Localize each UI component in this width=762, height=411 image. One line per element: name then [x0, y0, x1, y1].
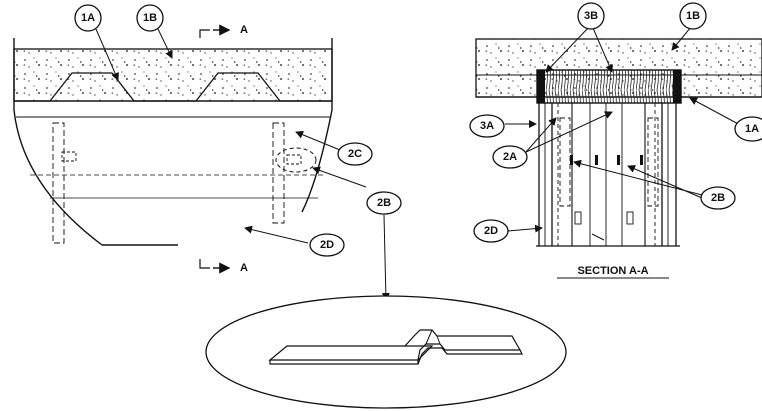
detail-circle [275, 147, 317, 173]
stud-left [52, 122, 65, 244]
callout-2B-right-label: 2B [711, 192, 725, 204]
callout-3B: 3B [577, 2, 605, 30]
clip-detail-bubble [205, 295, 567, 409]
clip-right [286, 154, 302, 165]
callout-3B-label: 3B [584, 10, 598, 22]
left-elevation-view: A A 1A 1B 2C 2B 2D [13, 4, 402, 301]
callout-1A-left: 1A [74, 4, 102, 32]
concrete-slab-left [13, 48, 333, 102]
callout-2C: 2C [337, 142, 373, 166]
section-mark-top-label: A [240, 24, 248, 36]
callout-1A-right-label: 1A [745, 123, 759, 135]
callout-1A-right: 1A [734, 116, 762, 142]
callout-1B-right-label: 1B [686, 10, 700, 22]
section-wall-frame [536, 103, 680, 247]
callout-2A: 2A [492, 145, 528, 169]
callout-2D-left: 2D [309, 233, 345, 257]
section-title: SECTION A-A [577, 265, 648, 277]
callout-2D-right-label: 2D [484, 225, 498, 237]
callout-2C-label: 2C [348, 148, 362, 160]
callout-3A: 3A [469, 114, 505, 138]
callout-1B-left-label: 1B [143, 12, 157, 24]
insulation-joint [536, 69, 682, 104]
section-mark-bottom-label: A [240, 262, 248, 274]
stud-right [272, 122, 285, 224]
callout-3A-label: 3A [480, 120, 494, 132]
callout-1B-left: 1B [136, 4, 164, 32]
callout-2A-label: 2A [503, 151, 517, 163]
callout-1B-right: 1B [679, 2, 707, 30]
clip-left [61, 151, 77, 162]
callout-2B-right: 2B [700, 186, 736, 210]
clip-channel [404, 329, 522, 361]
callout-2B-left: 2B [366, 191, 402, 215]
callout-2D-right: 2D [473, 219, 509, 243]
right-section-view: 3B 1B 3A 2A 1A 2B 2D SECTION A-A [469, 2, 762, 279]
curve-outline-right [301, 38, 333, 213]
curve-outline-left [13, 38, 103, 246]
clip-plate [268, 345, 434, 361]
callout-2B-left-label: 2B [377, 197, 391, 209]
callout-1A-left-label: 1A [81, 12, 95, 24]
callout-2D-left-label: 2D [320, 239, 334, 251]
